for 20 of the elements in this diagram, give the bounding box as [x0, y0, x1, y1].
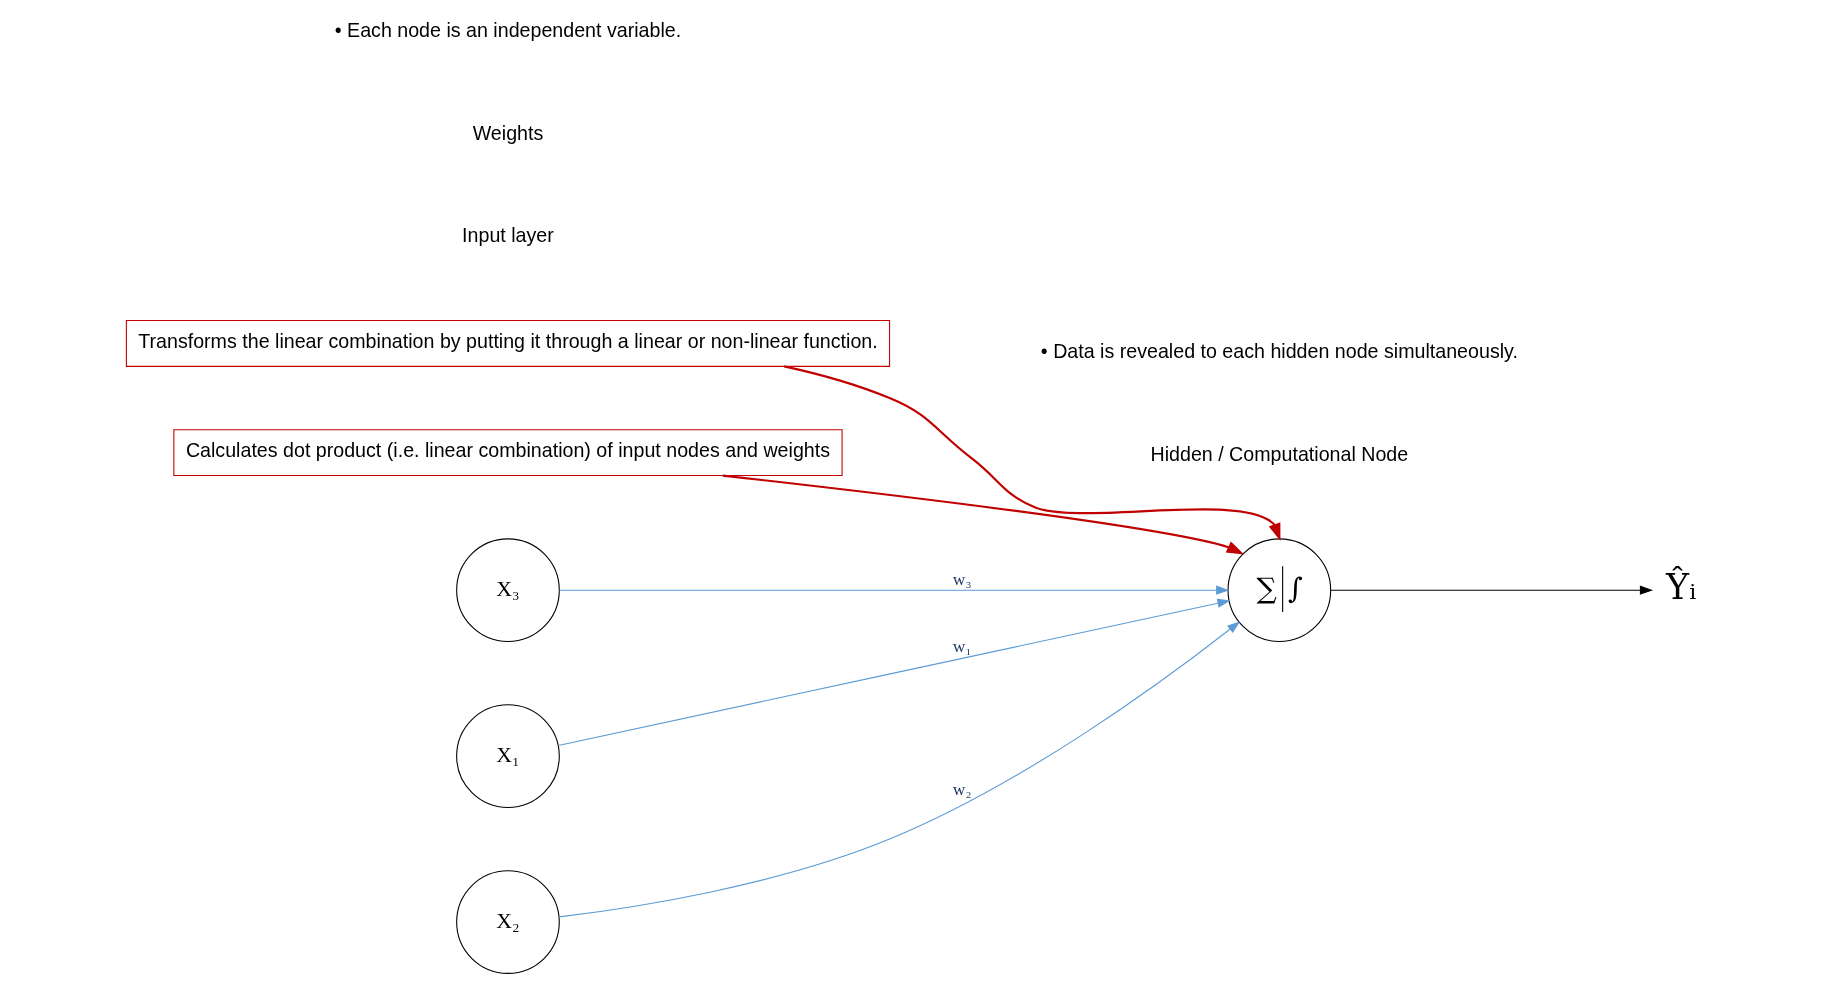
- label: Hidden / Computational Node: [1150, 442, 1408, 465]
- arrow: [558, 621, 1240, 918]
- label: Weights: [472, 121, 543, 144]
- arrow: [558, 585, 1229, 595]
- arrow: [783, 365, 1280, 541]
- edge-label: w₃: [952, 568, 972, 589]
- label: • Each node is an independent variable.: [334, 19, 681, 42]
- arrow: [557, 598, 1230, 747]
- node-text: Ŷᵢ: [1665, 567, 1696, 608]
- node-circle: X₁: [455, 704, 560, 808]
- edge-label: w₁: [952, 636, 972, 657]
- edge-label: w₂: [952, 779, 972, 800]
- arrow: [722, 474, 1244, 555]
- label: Input layer: [461, 224, 554, 247]
- node-circle: X₂: [455, 870, 560, 974]
- node-box: Calculates dot product (i.e. linear combination) of input nodes and weights: [172, 429, 843, 477]
- arrow: [1330, 585, 1653, 595]
- node-circle: X₃: [455, 538, 560, 643]
- label: • Data is revealed to each hidden node simultaneously.: [1040, 340, 1518, 363]
- node-box: Transforms the linear combination by putting it through a linear or non-linear function.: [125, 319, 890, 367]
